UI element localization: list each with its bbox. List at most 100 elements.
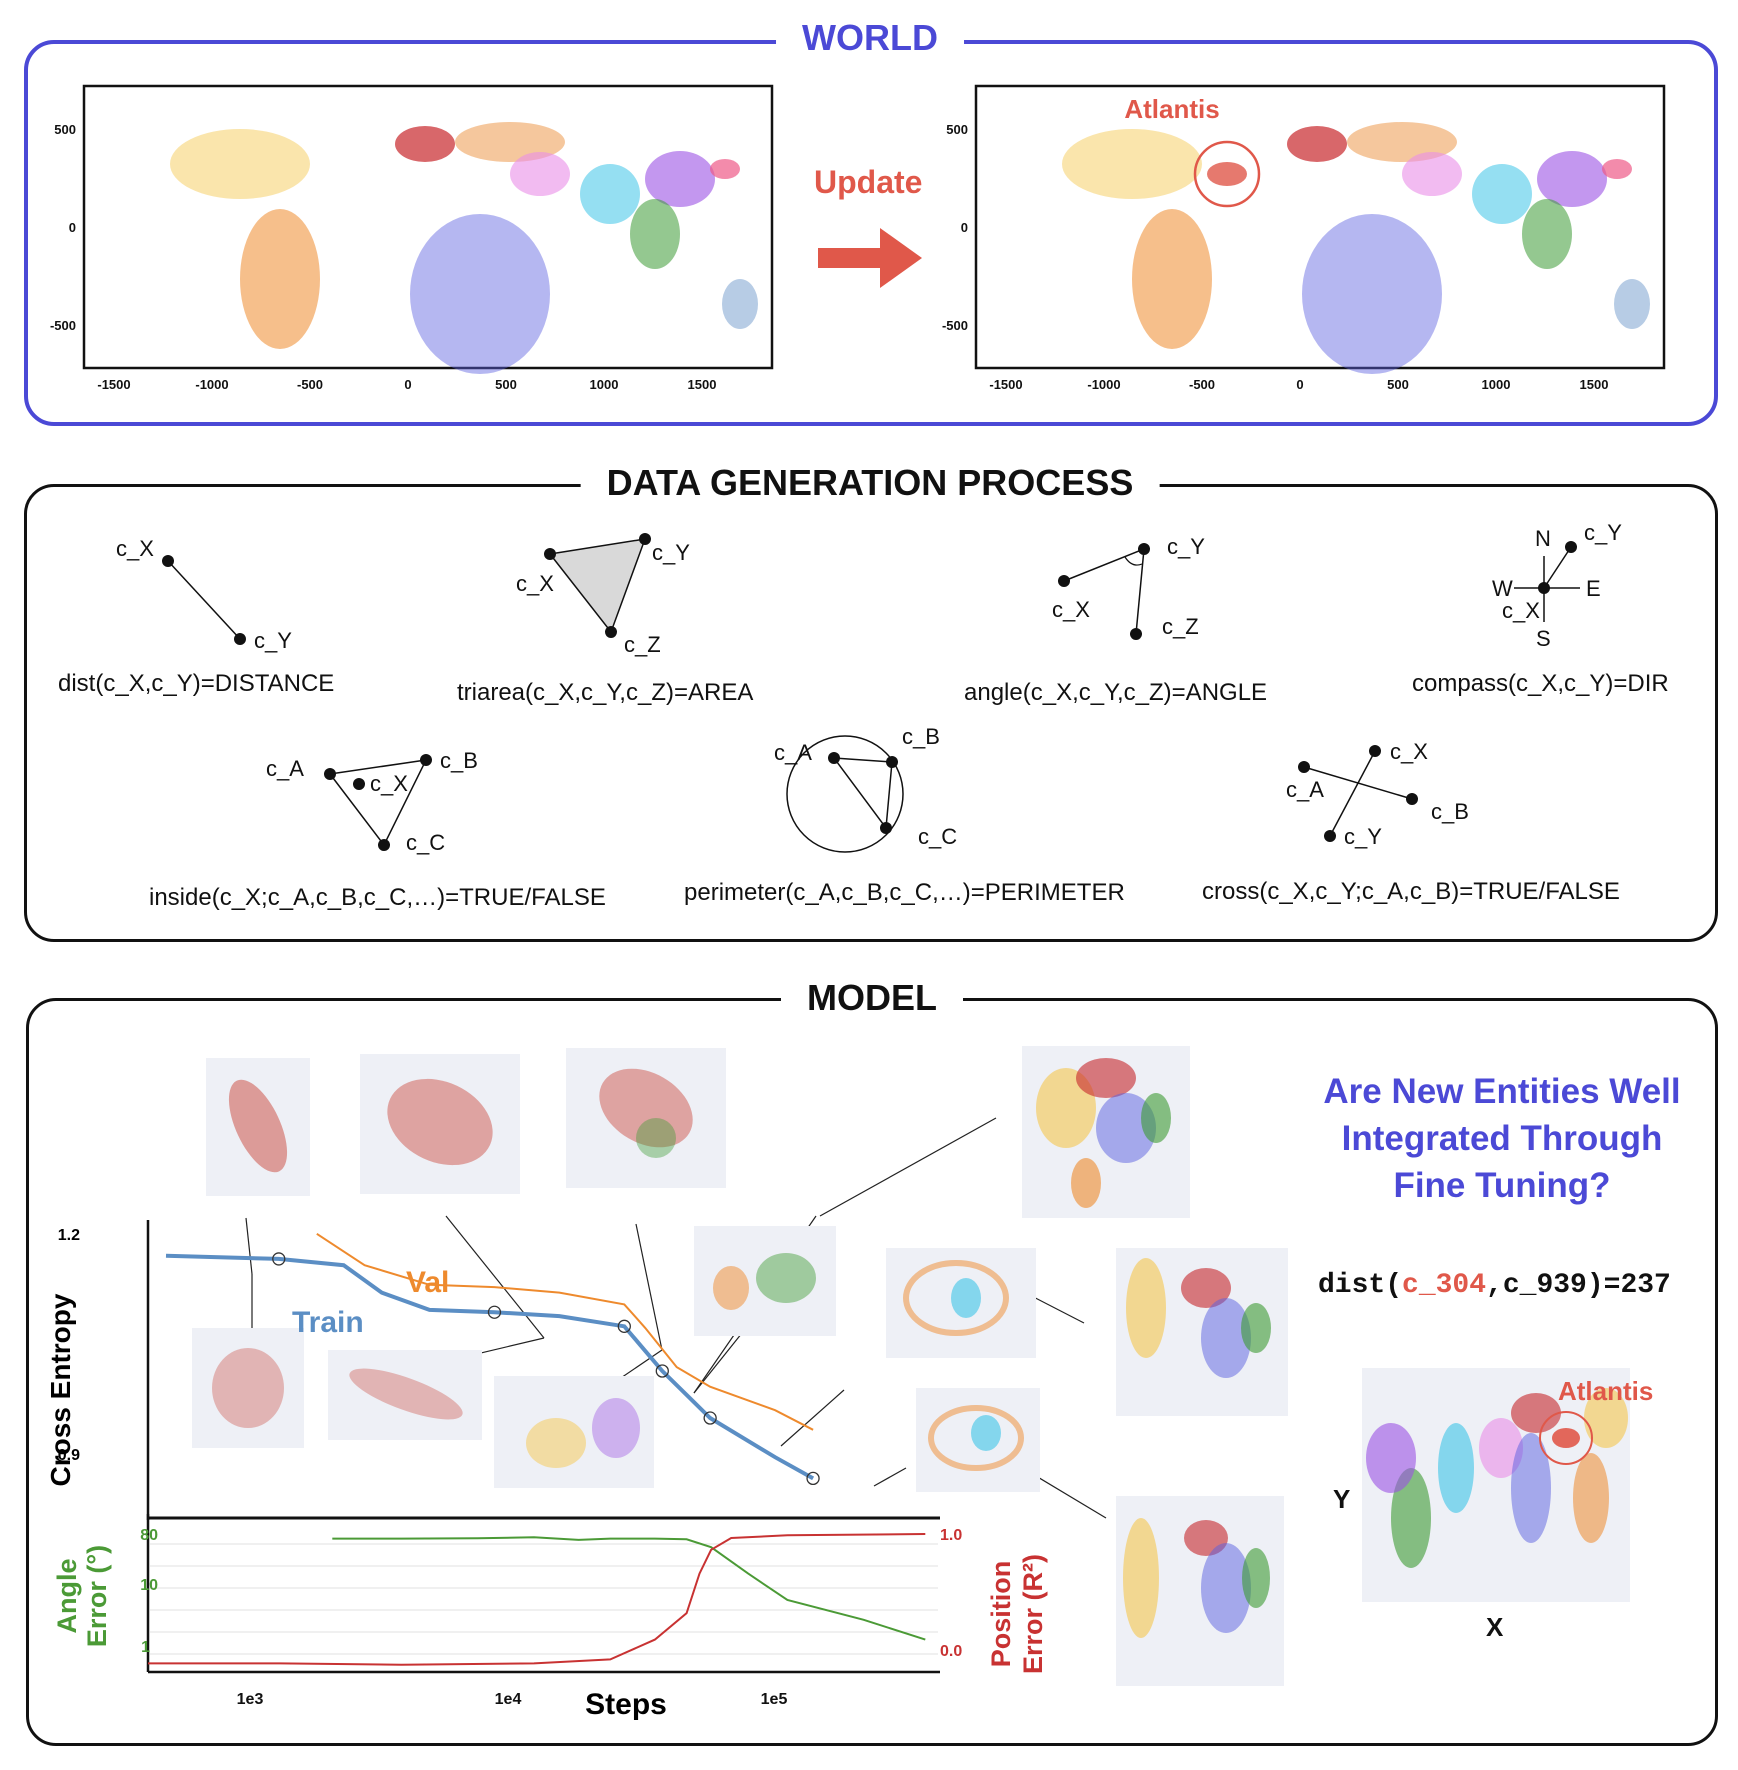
cross-point-x: c_X xyxy=(1390,739,1428,764)
compass-formula: compass(c_X,c_Y)=DIR xyxy=(1412,670,1669,697)
data-generation-title: DATA GENERATION PROCESS xyxy=(580,463,1160,503)
steps-tick: 1e3 xyxy=(237,1691,264,1708)
err-series-line-1 xyxy=(148,1533,926,1666)
y-tick: 500 xyxy=(946,122,968,137)
map-x-ticks: -1500 -1000 -500 0 500 1000 1500 xyxy=(97,377,716,392)
angle-tick: 1 xyxy=(141,1639,150,1656)
question-line: Fine Tuning? xyxy=(1393,1166,1611,1205)
compass-east: E xyxy=(1586,576,1601,601)
triarea-diagram: c_X c_Y c_Z triarea(c_X,c_Y,c_Z)=AREA xyxy=(457,533,753,706)
val-label: Val xyxy=(406,1266,449,1299)
y-tick: -500 xyxy=(50,318,76,333)
ce-y-tick: 1.2 xyxy=(58,1227,80,1244)
world-title: WORLD xyxy=(776,18,964,58)
inside-point-a: c_A xyxy=(266,756,304,781)
inside-point-c: c_C xyxy=(406,830,445,855)
angle-diagram: c_X c_Y c_Z angle(c_X,c_Y,c_Z)=ANGLE xyxy=(964,534,1267,706)
thumb-6 xyxy=(328,1350,482,1440)
angle-tick: 10 xyxy=(140,1577,158,1594)
error-chart: 80 10 1 1.0 0.0 1e3 1e4 1e5 Steps Angle … xyxy=(52,1514,1048,1721)
update-label: Update xyxy=(814,164,923,200)
model-title: MODEL xyxy=(781,978,963,1018)
inside-formula: inside(c_X;c_A,c_B,c_C,…)=TRUE/FALSE xyxy=(149,884,606,911)
thumb-2 xyxy=(360,1054,520,1194)
dist-formula: dist(c_X,c_Y)=DISTANCE xyxy=(58,670,334,697)
ce-checkpoint-marker xyxy=(272,1252,286,1266)
position-ticks: 1.0 0.0 xyxy=(940,1527,962,1660)
thumb-12 xyxy=(1116,1496,1284,1686)
x-tick: 1000 xyxy=(1482,377,1511,392)
x-tick: 1500 xyxy=(688,377,717,392)
angle-ylabel-2: Error (°) xyxy=(82,1545,112,1647)
x-tick: 500 xyxy=(1387,377,1409,392)
update-arrow-icon xyxy=(818,228,922,288)
compass-diagram: N W E S c_X c_Y compass(c_X,c_Y)=DIR xyxy=(1412,520,1669,697)
ce-series xyxy=(165,1232,820,1486)
triarea-point-z: c_Z xyxy=(624,632,661,657)
ce-ylabel: Cross Entropy xyxy=(45,1293,76,1486)
x-tick: 1000 xyxy=(590,377,619,392)
thumb-4 xyxy=(1022,1046,1190,1218)
final-map-y-label: Y xyxy=(1333,1484,1351,1514)
compass-north: N xyxy=(1535,526,1551,551)
thumb-3 xyxy=(566,1048,726,1188)
example-formula: dist(c_304,c_939)=237 xyxy=(1318,1270,1671,1301)
compass-point-y: c_Y xyxy=(1584,520,1622,545)
atlantis-cluster xyxy=(1207,162,1247,186)
question-text: Are New Entities Well Integrated Through… xyxy=(1282,1068,1722,1209)
example-arg: c_304 xyxy=(1402,1270,1487,1301)
steps-tick: 1e5 xyxy=(761,1691,788,1708)
y-tick: -500 xyxy=(942,318,968,333)
x-tick: -1000 xyxy=(195,377,228,392)
angle-tick: 80 xyxy=(140,1527,158,1544)
y-tick: 0 xyxy=(961,220,968,235)
inside-point-x: c_X xyxy=(370,771,408,796)
inside-diagram: c_A c_B c_C c_X inside(c_X;c_A,c_B,c_C,…… xyxy=(149,748,606,911)
x-tick: -1000 xyxy=(1087,377,1120,392)
thumb-10 xyxy=(916,1388,1040,1492)
perimeter-point-a: c_A xyxy=(774,740,812,765)
triarea-formula: triarea(c_X,c_Y,c_Z)=AREA xyxy=(457,679,753,706)
ce-series-line-0 xyxy=(165,1253,815,1481)
err-grid xyxy=(146,1514,940,1674)
atlantis-circle xyxy=(1193,140,1261,208)
thumb-1 xyxy=(206,1058,310,1196)
position-ylabel-1: Position xyxy=(986,1561,1016,1668)
angle-point-y: c_Y xyxy=(1167,534,1205,559)
ce-checkpoint-marker xyxy=(703,1411,717,1425)
inside-point-b: c_B xyxy=(440,748,478,773)
thumb-9 xyxy=(886,1248,1036,1358)
thumb-11 xyxy=(1116,1248,1288,1416)
angle-ticks: 80 10 1 xyxy=(140,1527,158,1656)
final-embedding-map xyxy=(1362,1368,1630,1602)
pca-thumbnails xyxy=(192,1046,1630,1686)
final-map-x-label: X xyxy=(1486,1612,1504,1642)
map-continents xyxy=(1062,122,1650,374)
thumb-5 xyxy=(192,1328,304,1448)
perimeter-diagram: c_A c_B c_C perimeter(c_A,c_B,c_C,…)=PER… xyxy=(684,724,1125,906)
angle-point-z: c_Z xyxy=(1162,614,1199,639)
world-map-original: 500 0 -500 -1500 -1000 -500 0 500 1000 1… xyxy=(50,84,774,392)
thumb-7 xyxy=(494,1376,654,1488)
map-x-ticks: -1500 -1000 -500 0 500 1000 1500 xyxy=(989,377,1608,392)
cross-formula: cross(c_X,c_Y;c_A,c_B)=TRUE/FALSE xyxy=(1202,878,1620,905)
x-tick: 0 xyxy=(404,377,411,392)
steps-tick: 1e4 xyxy=(495,1691,522,1708)
perimeter-point-c: c_C xyxy=(918,824,957,849)
map-continents xyxy=(170,122,758,374)
triarea-point-y: c_Y xyxy=(652,540,690,565)
steps-ticks: 1e3 1e4 1e5 xyxy=(237,1691,788,1708)
cross-point-a: c_A xyxy=(1286,777,1324,802)
steps-xlabel: Steps xyxy=(585,1688,667,1721)
ce-series-line-1 xyxy=(316,1232,814,1431)
x-tick: -1500 xyxy=(989,377,1022,392)
cross-point-b: c_B xyxy=(1431,799,1469,824)
cross-entropy-chart: 1.2 0.9 Cross Entropy Train Val xyxy=(45,1220,820,1520)
angle-formula: angle(c_X,c_Y,c_Z)=ANGLE xyxy=(964,679,1267,706)
x-tick: 0 xyxy=(1296,377,1303,392)
ce-checkpoint-marker xyxy=(617,1319,631,1333)
x-tick: -1500 xyxy=(97,377,130,392)
y-tick: 0 xyxy=(69,220,76,235)
angle-ylabel-1: Angle xyxy=(52,1558,82,1633)
example-prefix: dist( xyxy=(1318,1270,1403,1301)
